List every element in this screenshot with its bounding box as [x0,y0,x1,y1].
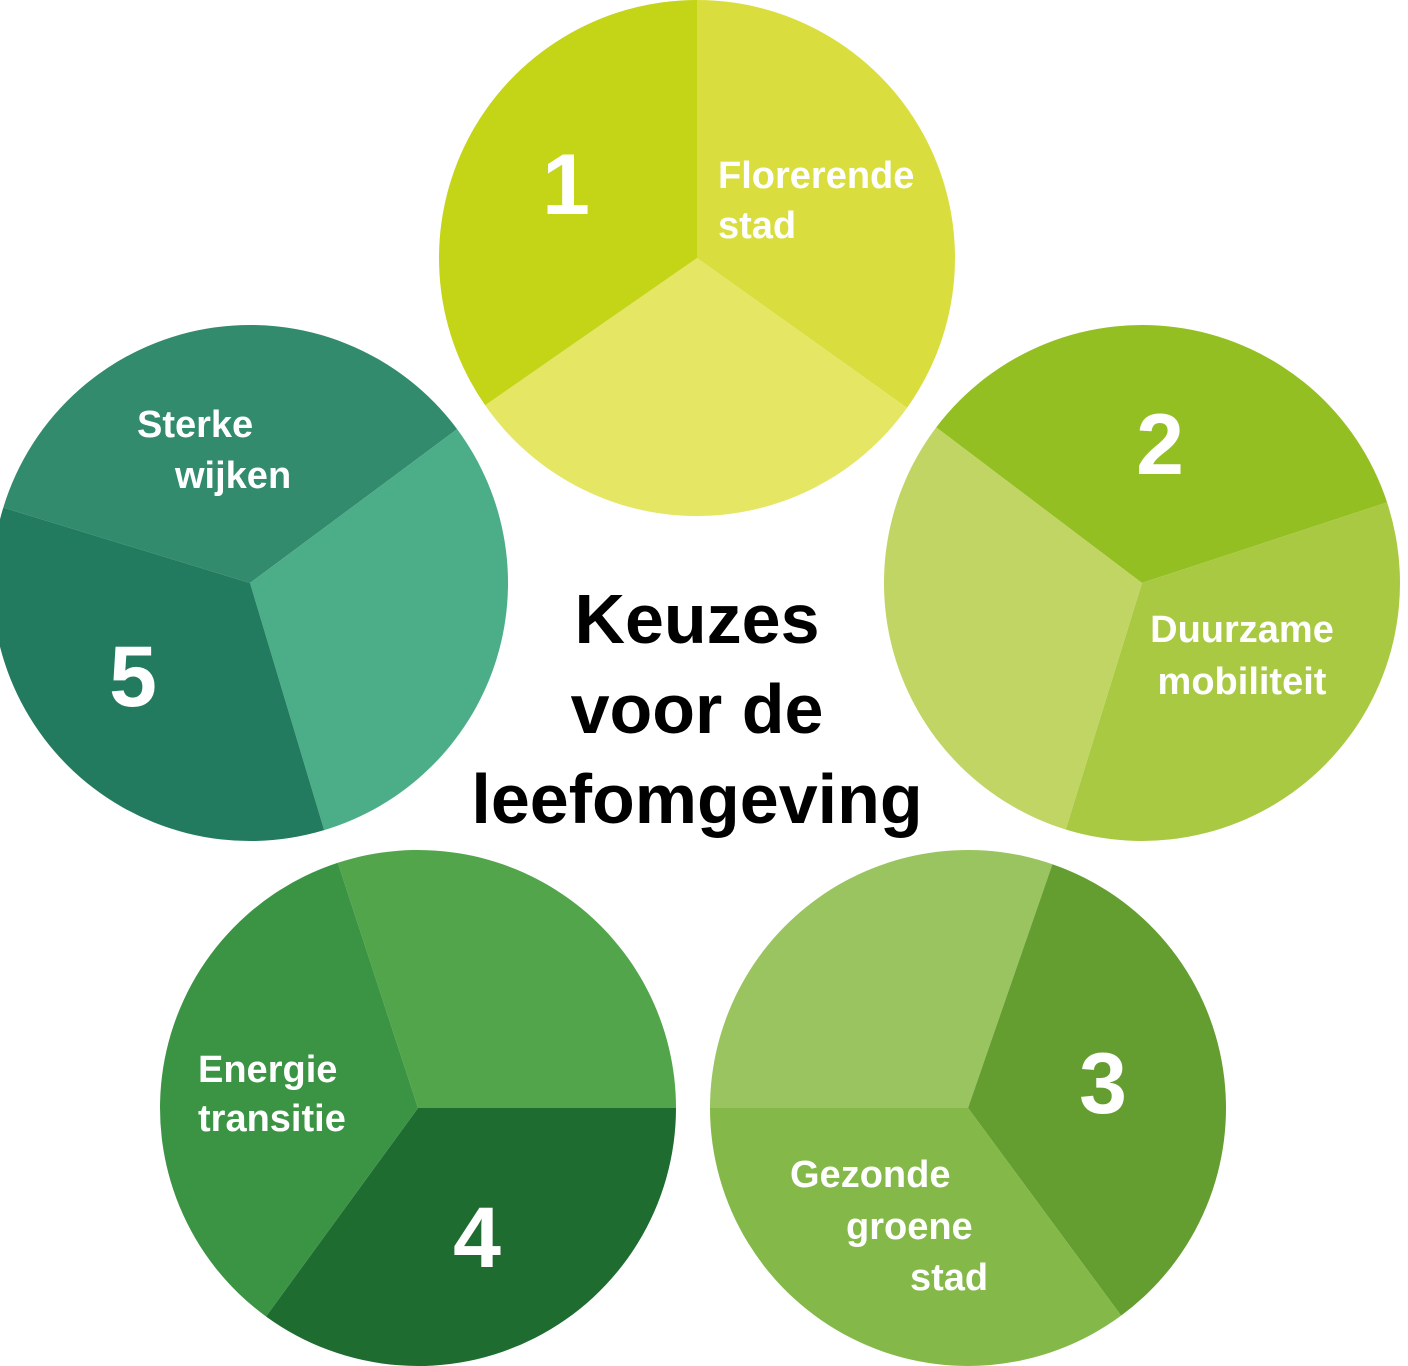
circle-5: 5 Sterke wijken [0,324,509,841]
circle-2-sector-top [936,324,1388,583]
circle-4-label-line-2: transitie [198,1098,346,1140]
circle-2: 2 Duurzame mobiliteit [883,324,1400,841]
circle-1-label-line-1: Florerende [718,155,914,197]
circle-3-sector-right [968,864,1226,1316]
circle-2-label-line-1: Duurzame [1150,609,1334,651]
circle-5-sector-top [3,324,458,583]
circle-5-label-line-2: wijken [174,455,291,497]
circle-1-number: 1 [542,137,590,233]
circle-1: 1 Florerende stad [438,0,955,516]
circle-1-sector-bottom [485,258,908,516]
center-title: Keuzes voor de leefomgeving [471,580,922,838]
circle-2-sector-right [1065,502,1400,841]
circle-3-sector-top-left [709,849,1053,1108]
circle-1-sector-top-right [697,0,955,408]
circle-2-number: 2 [1136,397,1184,493]
title-line-3: leefomgeving [471,760,922,838]
title-line-2: voor de [571,670,824,748]
circle-1-label-line-2: stad [718,205,796,247]
circle-5-sector-bottom-left [0,507,325,841]
circle-4-sector-bottom [265,1108,676,1366]
circle-4-sector-top-right [337,850,676,1108]
circle-3-number: 3 [1079,1036,1127,1132]
circle-4-label-line-1: Energie [198,1049,337,1091]
circle-3-sector-bottom [710,1108,1122,1366]
circle-2-label-line-2: mobiliteit [1158,661,1327,703]
circle-2-sector-left [883,427,1142,830]
circle-1-sector-top-left [438,0,697,406]
circle-5-sector-right [250,429,509,831]
title-line-1: Keuzes [574,580,819,658]
circle-3: 3 Gezonde groene stad [709,849,1226,1366]
circle-3-label-line-3: stad [910,1257,988,1299]
circle-5-number: 5 [109,629,157,725]
circle-3-label-line-2: groene [846,1206,973,1248]
circle-4-number: 4 [453,1190,501,1286]
circle-4: 4 Energie transitie [160,850,676,1366]
circle-5-label-line-1: Sterke [137,404,253,446]
circle-4-sector-left [160,862,419,1317]
circle-3-label-line-1: Gezonde [790,1154,950,1196]
